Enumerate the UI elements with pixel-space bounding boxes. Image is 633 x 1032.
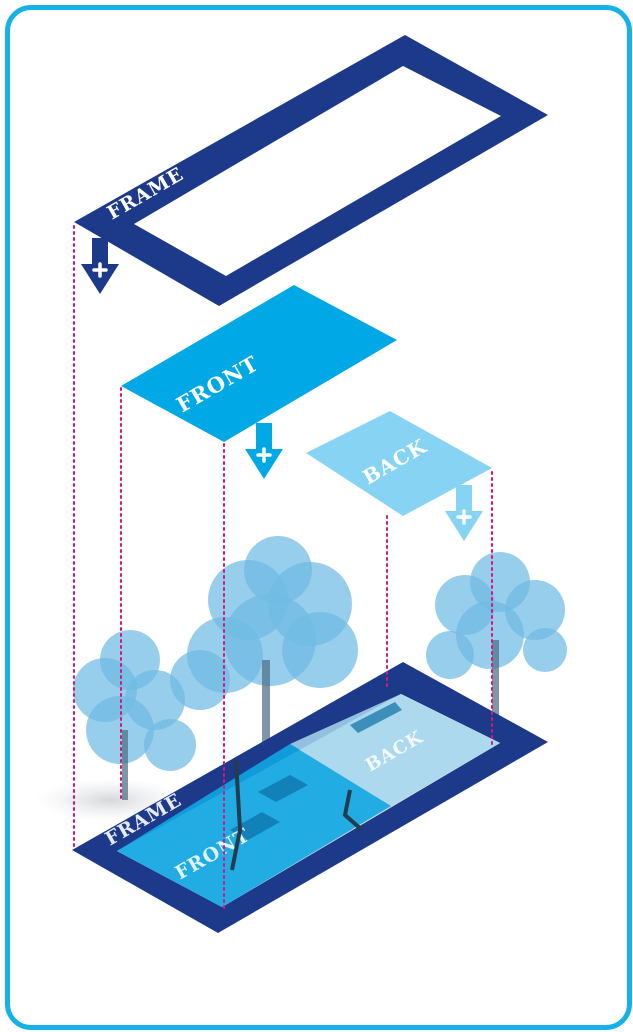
frame-layer: FRAME	[74, 35, 548, 306]
frame-layer-shape	[74, 35, 548, 306]
tree-icon	[73, 630, 196, 800]
front-layer: FRONT	[121, 285, 397, 442]
plus-arrow-down-icon	[245, 423, 283, 479]
plus-arrow-down-icon	[445, 485, 483, 541]
plus-arrow-down-icon	[81, 238, 119, 294]
front-layer-shape	[121, 285, 397, 442]
